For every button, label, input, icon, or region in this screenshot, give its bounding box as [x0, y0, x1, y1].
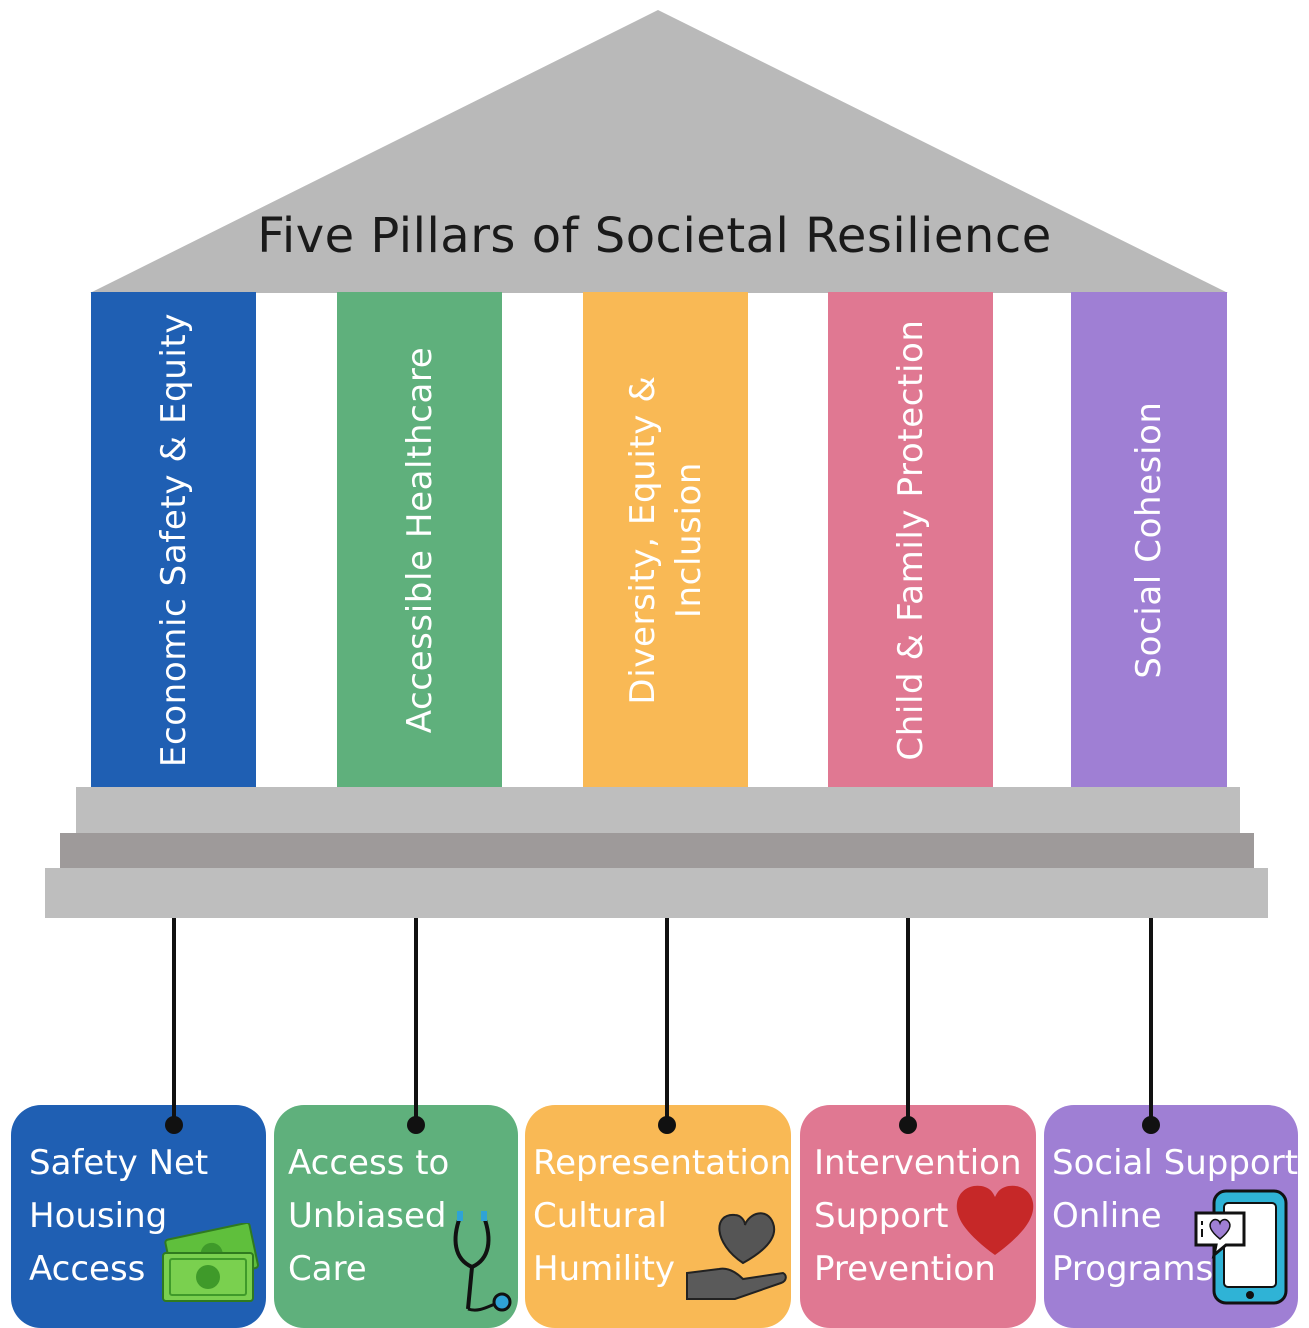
card-line: Social Support: [1052, 1143, 1298, 1183]
card-line: Representation: [533, 1143, 791, 1183]
card-line: Online: [1052, 1196, 1162, 1236]
card-intervention: Intervention Support Prevention: [800, 1105, 1036, 1328]
connector-line: [414, 918, 418, 1125]
card-line: Unbiased: [288, 1196, 447, 1236]
connector-dot: [1142, 1116, 1160, 1134]
pillar-label: Child & Family Protection: [890, 318, 931, 761]
card-line: Intervention: [814, 1143, 1022, 1183]
pillar-accessible-healthcare: Accessible Healthcare: [337, 292, 502, 787]
temple-roof: [90, 10, 1228, 293]
pillar-economic-safety: Economic Safety & Equity: [91, 292, 256, 787]
card-line: Access to: [288, 1143, 450, 1183]
pillar-label: Diversity, Equity & Inclusion: [622, 374, 709, 705]
connector-line: [906, 918, 910, 1125]
heart-icon: [956, 1185, 1034, 1255]
card-representation: Representation Cultural Humility: [525, 1105, 791, 1328]
card-line: Care: [288, 1249, 367, 1289]
card-line: Support: [814, 1196, 949, 1236]
card-line: Programs: [1052, 1249, 1214, 1289]
card-access-care: Access to Unbiased Care: [274, 1105, 518, 1328]
pillar-social-cohesion: Social Cohesion: [1071, 292, 1227, 787]
connector-line: [1149, 918, 1153, 1125]
pillar-child-family-protection: Child & Family Protection: [828, 292, 993, 787]
base-step-bottom: [45, 868, 1268, 918]
card-line: Safety Net: [29, 1143, 209, 1183]
card-line: Cultural: [533, 1196, 667, 1236]
pillar-label: Economic Safety & Equity: [153, 312, 194, 767]
card-social-support: Social Support Online Programs: [1044, 1105, 1298, 1328]
heart-in-hand-icon: [686, 1212, 787, 1300]
pillar-label: Accessible Healthcare: [399, 346, 440, 733]
connector-dot: [658, 1116, 676, 1134]
base-step-middle: [60, 833, 1254, 868]
connector-dot: [407, 1116, 425, 1134]
pillar-diversity-equity-inclusion: Diversity, Equity & Inclusion: [583, 292, 748, 787]
phone-chat-heart-icon: [1194, 1189, 1288, 1305]
card-line: Prevention: [814, 1249, 996, 1289]
card-line: Housing: [29, 1196, 168, 1236]
card-line: Humility: [533, 1249, 676, 1289]
pillar-label: Social Cohesion: [1129, 400, 1169, 679]
base-step-top: [76, 787, 1240, 833]
connector-dot: [899, 1116, 917, 1134]
money-icon: [162, 1223, 259, 1302]
connector-dot: [165, 1116, 183, 1134]
roof-pediment: [90, 10, 1228, 293]
stethoscope-icon: [453, 1211, 512, 1312]
card-line: Access: [29, 1249, 146, 1289]
connector-line: [172, 918, 176, 1125]
card-safety-net: Safety Net Housing Access: [11, 1105, 266, 1328]
connector-line: [665, 918, 669, 1125]
diagram-title: Five Pillars of Societal Resilience: [257, 208, 1052, 264]
